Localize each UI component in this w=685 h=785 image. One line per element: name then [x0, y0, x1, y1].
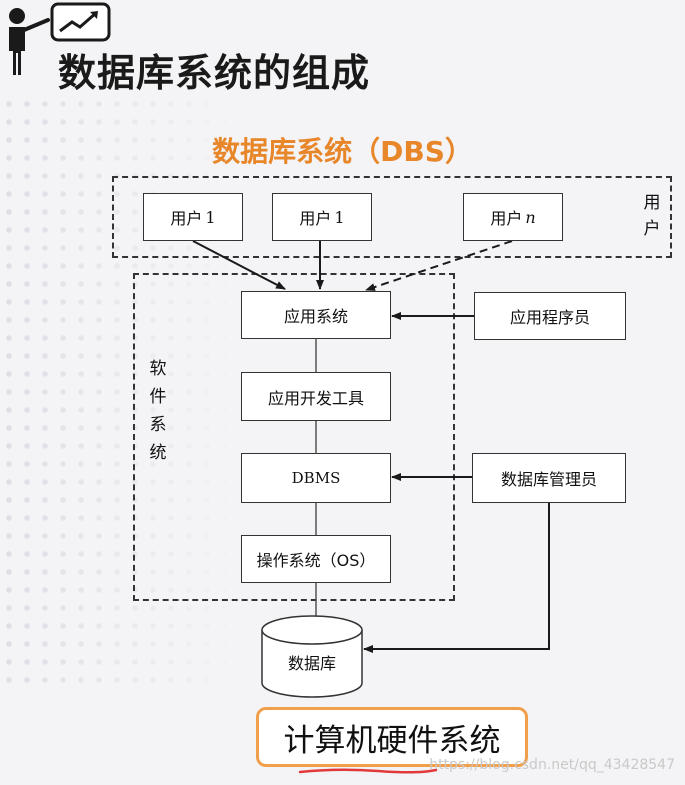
dbs-diagram-title: 数据库系统（DBS） — [212, 135, 473, 168]
software-label-char: 统 — [149, 443, 167, 464]
user-box-label: 用户 — [170, 209, 203, 228]
arrow-dba-to-database — [363, 503, 550, 653]
software-label-char: 软 — [149, 359, 167, 379]
presenter-chart-icon — [9, 2, 111, 75]
watermark: https://blog.csdn.net/qq_43428547 — [429, 757, 675, 773]
arrow-user1-to-app — [192, 240, 286, 290]
hardware-system-box: 计算机硬件系统 — [256, 707, 528, 767]
page-title: 数据库系统的组成 — [58, 51, 371, 95]
dbms-box: DBMS — [241, 453, 391, 503]
users-label-char: 户 — [643, 218, 661, 239]
software-region-label: 软 件 系 统 — [146, 355, 170, 467]
user-box-index: 1 — [334, 207, 345, 227]
users-region-label: 用 户 — [640, 191, 664, 242]
user-box-label: 用户 — [299, 209, 332, 228]
software-label-char: 系 — [149, 415, 167, 436]
users-region — [112, 176, 672, 258]
users-label-char: 用 — [643, 193, 661, 213]
user-box-index: 1 — [205, 207, 216, 227]
dba-box: 数据库管理员 — [472, 453, 626, 503]
os-box: 操作系统（OS） — [241, 535, 391, 583]
app-system-box: 应用系统 — [241, 291, 391, 339]
arrow-usern-to-app — [365, 240, 513, 291]
red-underline-mark — [298, 768, 438, 774]
user-box-index: n — [525, 207, 536, 227]
dev-tools-box: 应用开发工具 — [241, 372, 391, 421]
software-label-char: 件 — [149, 387, 167, 408]
user-box-label: 用户 — [490, 209, 523, 228]
software-system-region — [133, 273, 455, 601]
database-cylinder-icon — [261, 615, 363, 698]
programmer-box: 应用程序员 — [474, 292, 626, 340]
database-label: 数据库 — [287, 654, 336, 673]
